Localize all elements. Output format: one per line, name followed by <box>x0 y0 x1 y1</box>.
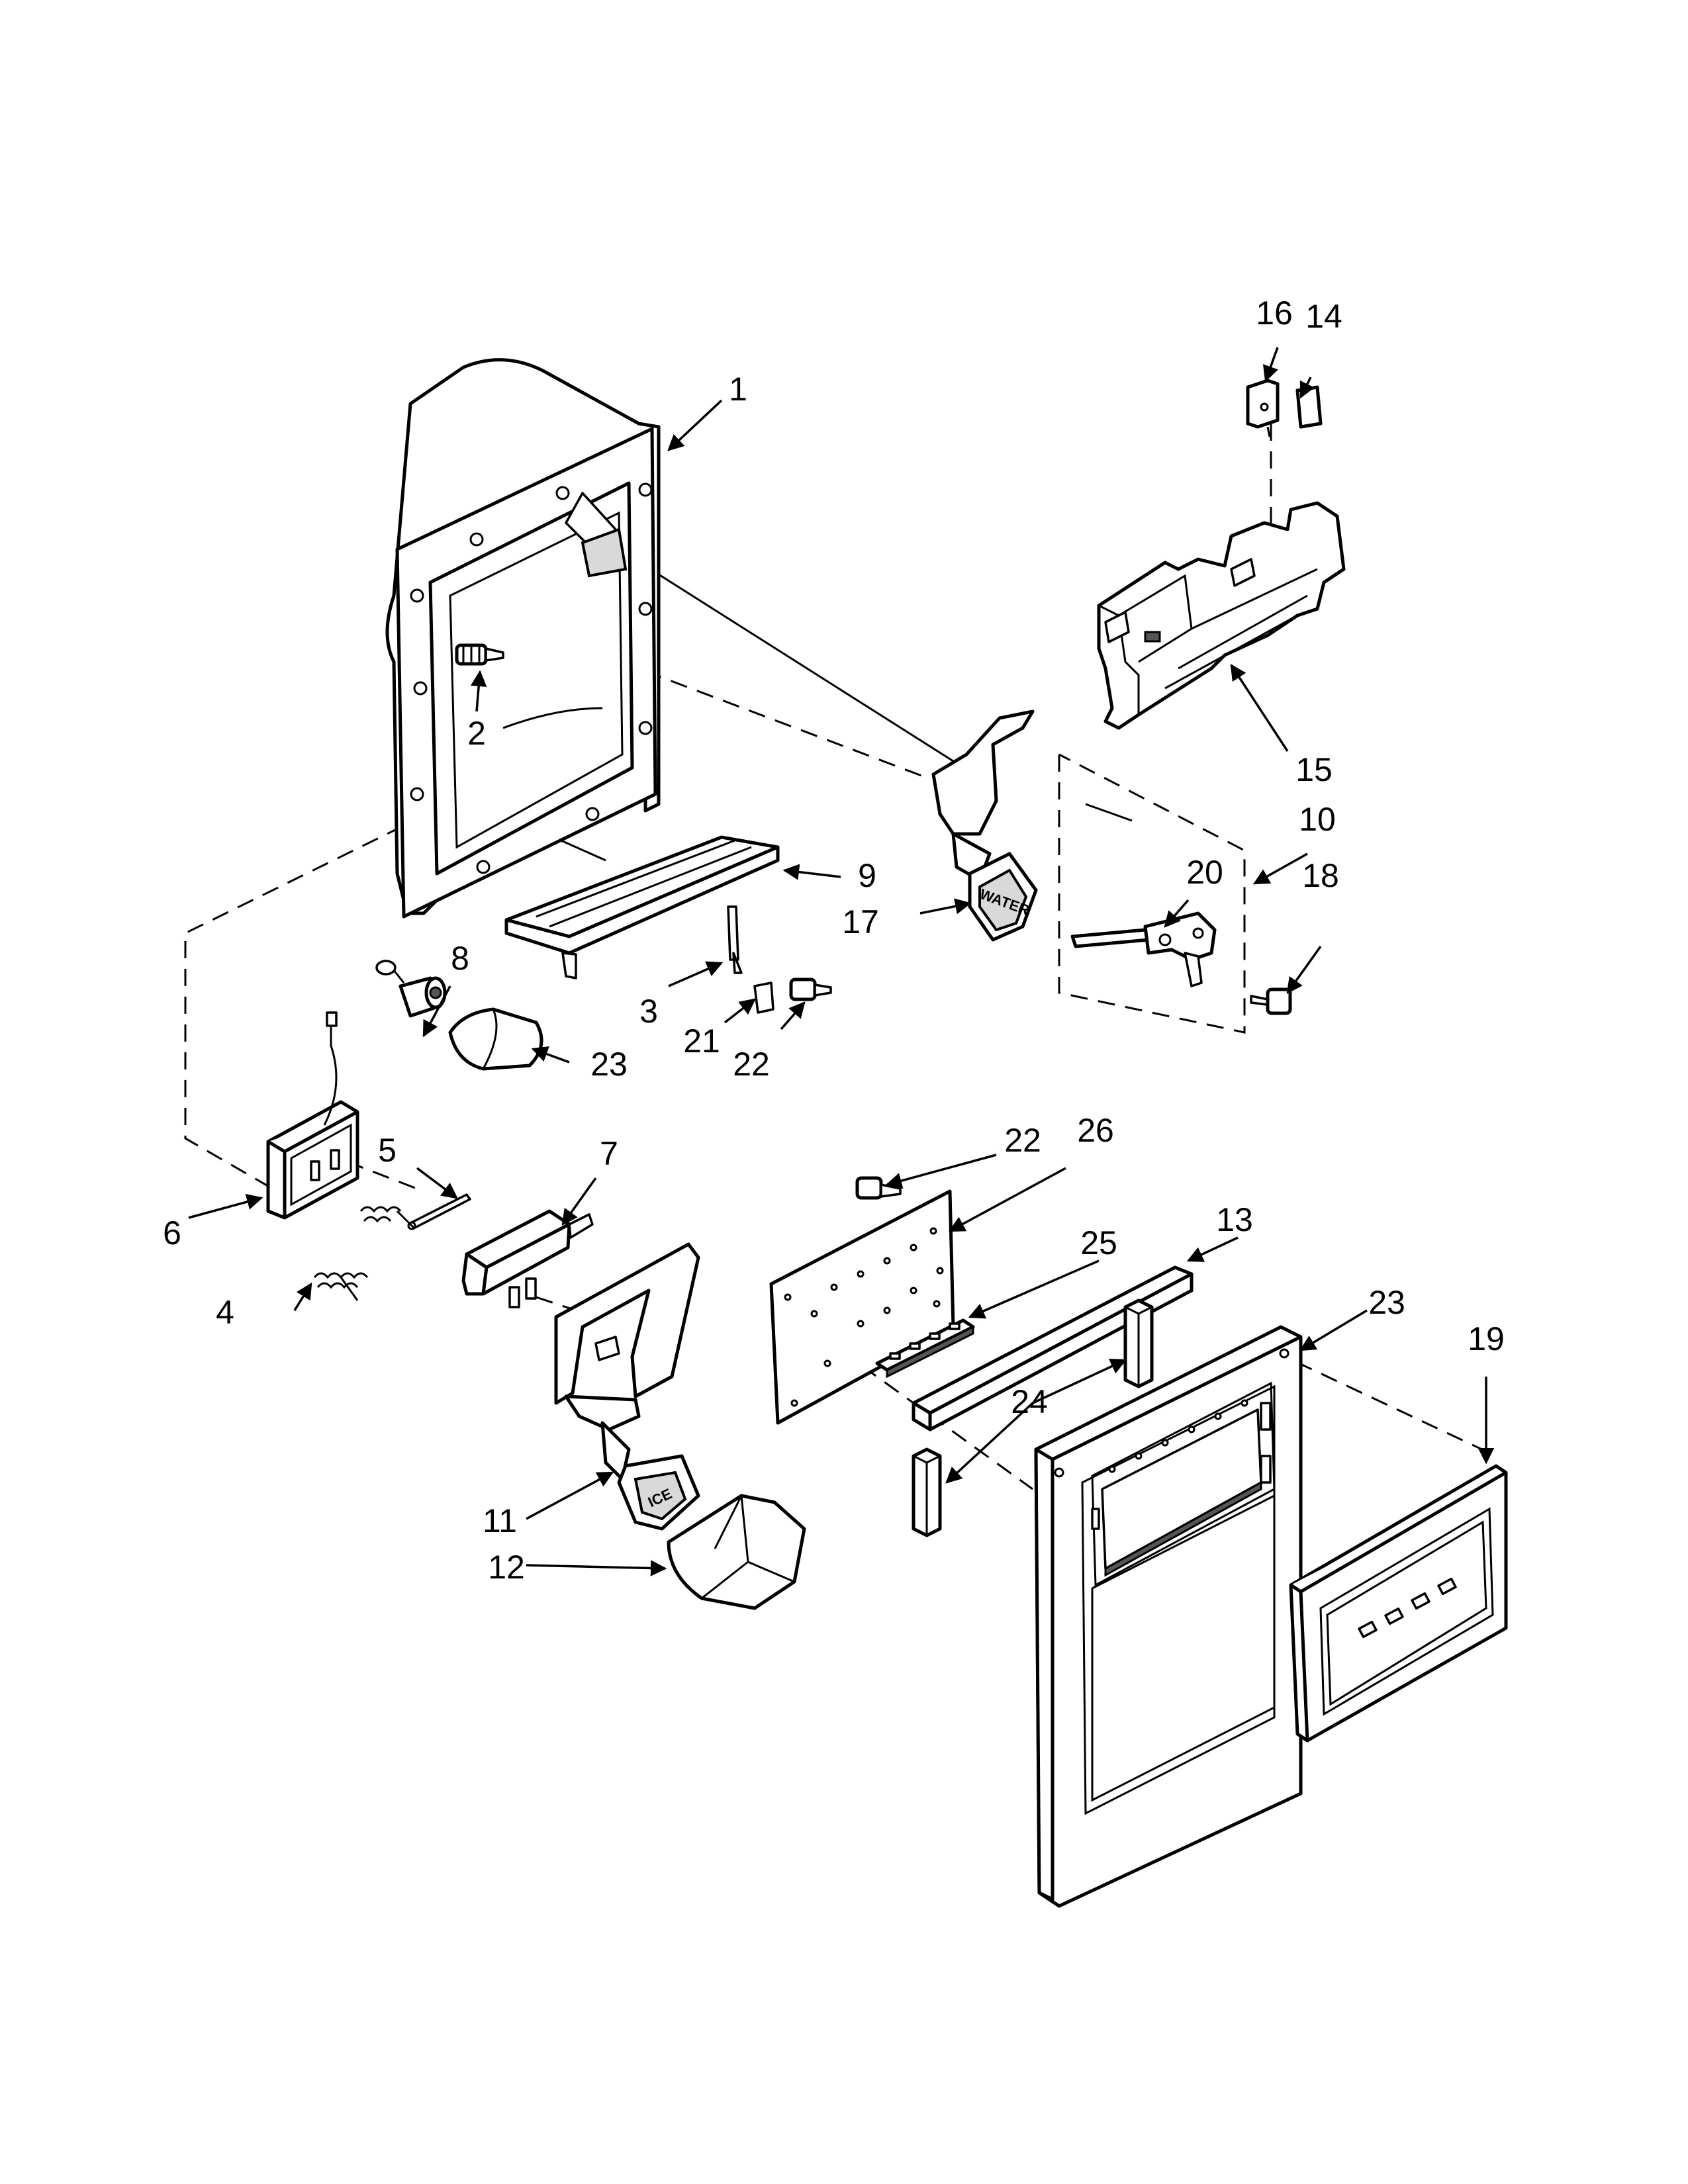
part-11-ice-paddle: ICE <box>554 1242 700 1531</box>
part-16-microswitch <box>1246 379 1280 437</box>
callout-22a: 22 <box>733 1046 770 1083</box>
part-9-drip-tray <box>504 835 780 979</box>
callout-1: 1 <box>729 371 747 408</box>
part-7-crank-arm <box>461 1209 594 1308</box>
part-24-foam-block-lower <box>912 1447 942 1537</box>
callout-26: 26 <box>1077 1112 1114 1149</box>
part-22-screw-lower <box>855 1176 902 1200</box>
callout-3: 3 <box>639 993 658 1030</box>
part-22-screw-upper <box>789 978 832 1001</box>
leader-lines <box>188 347 1495 1576</box>
callout-10: 10 <box>1299 801 1336 838</box>
part-14-insulator <box>1295 385 1323 429</box>
part-2-screw <box>455 643 504 666</box>
callout-22b: 22 <box>1004 1122 1041 1159</box>
callout-4: 4 <box>216 1294 234 1331</box>
part-4-springs <box>313 1206 415 1301</box>
callout-5: 5 <box>378 1132 397 1169</box>
callout-19: 19 <box>1468 1320 1505 1357</box>
part-25-button-strip <box>875 1318 975 1379</box>
callout-17: 17 <box>842 903 879 940</box>
part-3-spring-clip <box>727 905 743 974</box>
part-23-dispenser-front-panel <box>1034 1325 1303 1908</box>
part-12-ice-chute <box>667 1494 806 1610</box>
callout-24: 24 <box>1011 1383 1048 1420</box>
callout-14: 14 <box>1305 298 1342 335</box>
callout-8: 8 <box>451 940 469 977</box>
part-18-screw <box>1250 987 1292 1015</box>
callout-20: 20 <box>1186 854 1223 891</box>
callout-13: 13 <box>1216 1201 1253 1238</box>
part-6-solenoid-assembly <box>266 1011 359 1220</box>
callout-labels: 1 2 3 4 5 6 7 8 9 10 11 12 13 14 15 16 1… <box>163 295 1505 1586</box>
part-19-dispenser-cover <box>1289 1464 1508 1743</box>
callout-18: 18 <box>1302 857 1339 894</box>
part-8-solenoid <box>375 960 447 1018</box>
callout-9: 9 <box>858 857 876 894</box>
part-1-dispenser-housing <box>385 358 661 919</box>
part-23-cover-upper <box>448 1007 543 1071</box>
callout-21: 21 <box>683 1023 720 1060</box>
part-5-pin <box>407 1193 471 1230</box>
part-26-control-board <box>769 1189 955 1425</box>
callout-15: 15 <box>1295 751 1333 788</box>
callout-23a: 23 <box>590 1046 628 1083</box>
callout-6: 6 <box>163 1214 181 1251</box>
part-24-foam-block-upper <box>1123 1298 1154 1388</box>
part-21-plate <box>753 981 774 1014</box>
callout-16: 16 <box>1256 295 1293 332</box>
callout-11: 11 <box>483 1502 517 1539</box>
callout-12: 12 <box>488 1549 525 1586</box>
callout-7: 7 <box>600 1135 618 1172</box>
part-20-lever <box>1070 911 1217 987</box>
part-17-water-paddle: WATER <box>931 709 1038 942</box>
callout-25: 25 <box>1080 1224 1117 1261</box>
part-15-switch-bracket <box>1097 501 1346 730</box>
callout-23b: 23 <box>1368 1284 1405 1321</box>
callout-2: 2 <box>467 715 486 752</box>
